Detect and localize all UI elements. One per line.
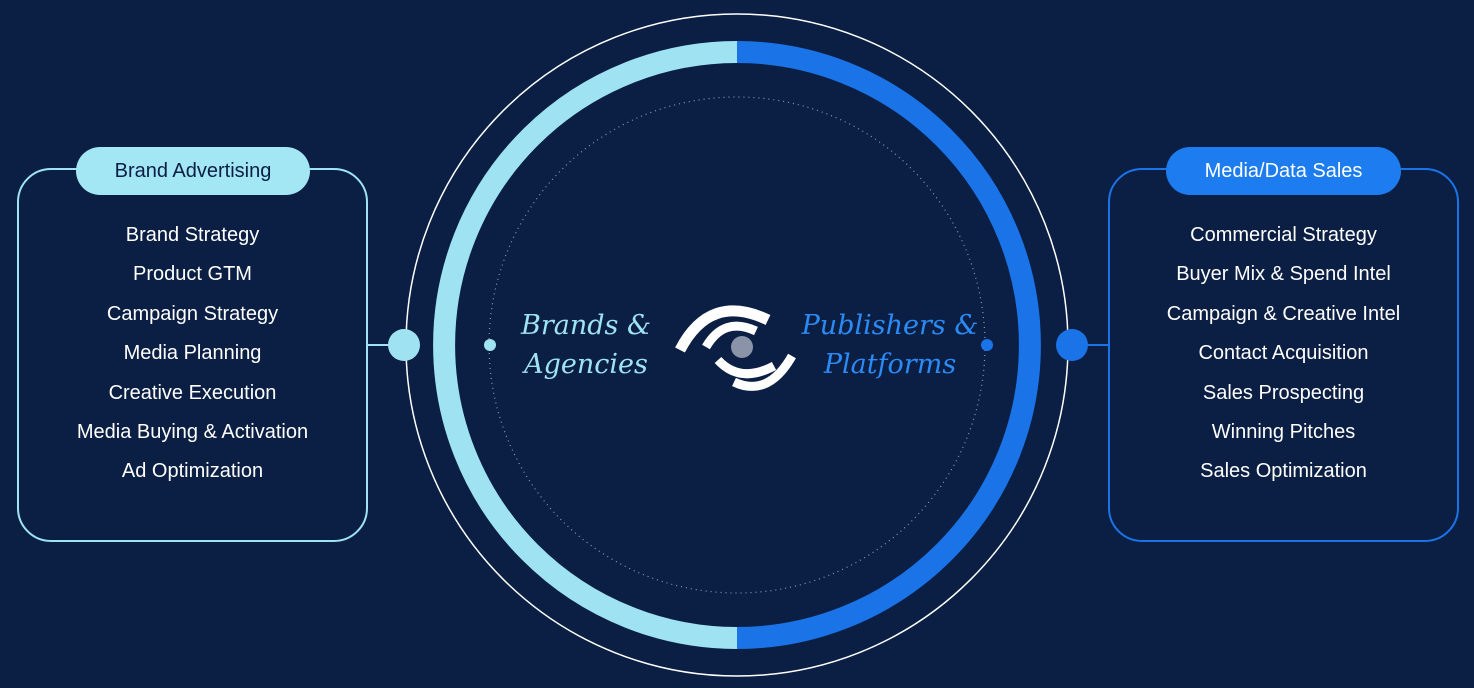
list-item: Campaign & Creative Intel	[1166, 302, 1401, 325]
list-item: Media Buying & Activation	[76, 420, 309, 443]
list-item: Commercial Strategy	[1190, 224, 1377, 246]
brand-advertising-list: Brand Strategy Product GTM Campaign Stra…	[17, 216, 368, 492]
brands-agencies-label: Brands & Agencies	[491, 306, 681, 384]
media-data-sales-list: Commercial Strategy Buyer Mix & Spend In…	[1108, 216, 1459, 492]
label-line: Brands &	[521, 310, 651, 341]
right-inner-dot	[981, 339, 993, 351]
list-item: Winning Pitches	[1211, 420, 1356, 443]
signal-swirl-icon	[675, 305, 796, 391]
list-item: Product GTM	[133, 263, 252, 286]
list-item: Buyer Mix & Spend Intel	[1176, 263, 1391, 286]
left-node-dot	[388, 329, 420, 361]
ring-right-half	[736, 41, 1041, 649]
label-line: Platforms	[823, 349, 957, 380]
list-item: Brand Strategy	[125, 224, 260, 246]
brand-advertising-title: Brand Advertising	[76, 147, 310, 195]
ring-left-half	[433, 41, 738, 649]
left-inner-dot	[484, 339, 496, 351]
list-item: Sales Prospecting	[1202, 381, 1365, 404]
list-item: Sales Optimization	[1200, 460, 1367, 483]
list-item: Media Planning	[123, 342, 262, 365]
label-line: Publishers &	[801, 310, 979, 341]
label-line: Agencies	[524, 349, 648, 380]
list-item: Campaign Strategy	[106, 302, 279, 325]
list-item: Creative Execution	[108, 381, 277, 404]
media-data-sales-title: Media/Data Sales	[1166, 147, 1401, 195]
publishers-platforms-label: Publishers & Platforms	[795, 306, 985, 384]
right-node-dot	[1056, 329, 1088, 361]
list-item: Ad Optimization	[121, 460, 264, 483]
list-item: Contact Acquisition	[1198, 342, 1369, 365]
